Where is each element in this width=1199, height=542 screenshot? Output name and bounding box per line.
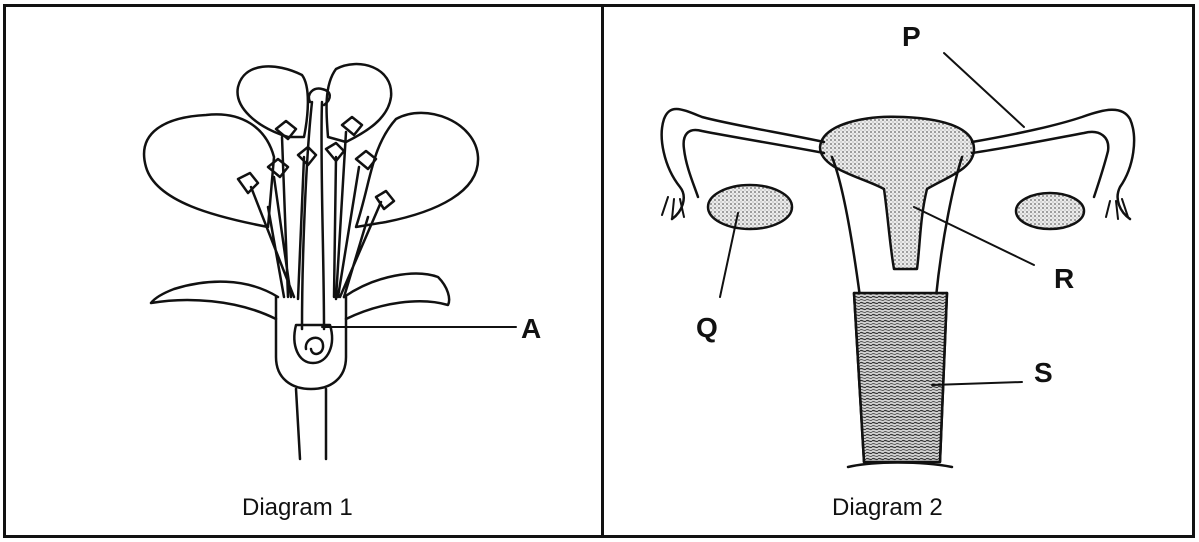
petal-right <box>356 113 478 227</box>
sepal-right <box>344 274 449 319</box>
label-a: A <box>521 313 541 345</box>
ovary-wall <box>276 297 346 389</box>
ovary-right <box>1016 193 1084 229</box>
sepal-left <box>151 282 278 319</box>
diagram-2-panel: P Q R S Diagram 2 <box>602 7 1192 535</box>
label-p: P <box>902 21 921 53</box>
pointer-line-p <box>944 53 1024 127</box>
ovary-left <box>708 185 792 229</box>
anthers <box>238 117 394 209</box>
diagram-1-panel: A Diagram 1 <box>6 7 602 535</box>
figure-frame: A Diagram 1 <box>3 4 1195 538</box>
label-r: R <box>1054 263 1074 295</box>
flower-stalk <box>296 389 326 459</box>
ovule <box>306 338 323 354</box>
vagina <box>854 293 947 462</box>
label-q: Q <box>696 312 718 344</box>
pointer-line-s <box>932 382 1022 385</box>
label-s: S <box>1034 357 1053 389</box>
petal-center-left <box>238 66 308 137</box>
ovary <box>294 325 332 363</box>
filaments <box>251 132 381 299</box>
diagram-2-caption: Diagram 2 <box>832 494 943 522</box>
female-reproductive-system-drawing <box>602 7 1192 535</box>
diagram-1-caption: Diagram 1 <box>242 494 353 522</box>
petal-left <box>144 114 274 227</box>
flower-drawing <box>6 7 602 535</box>
